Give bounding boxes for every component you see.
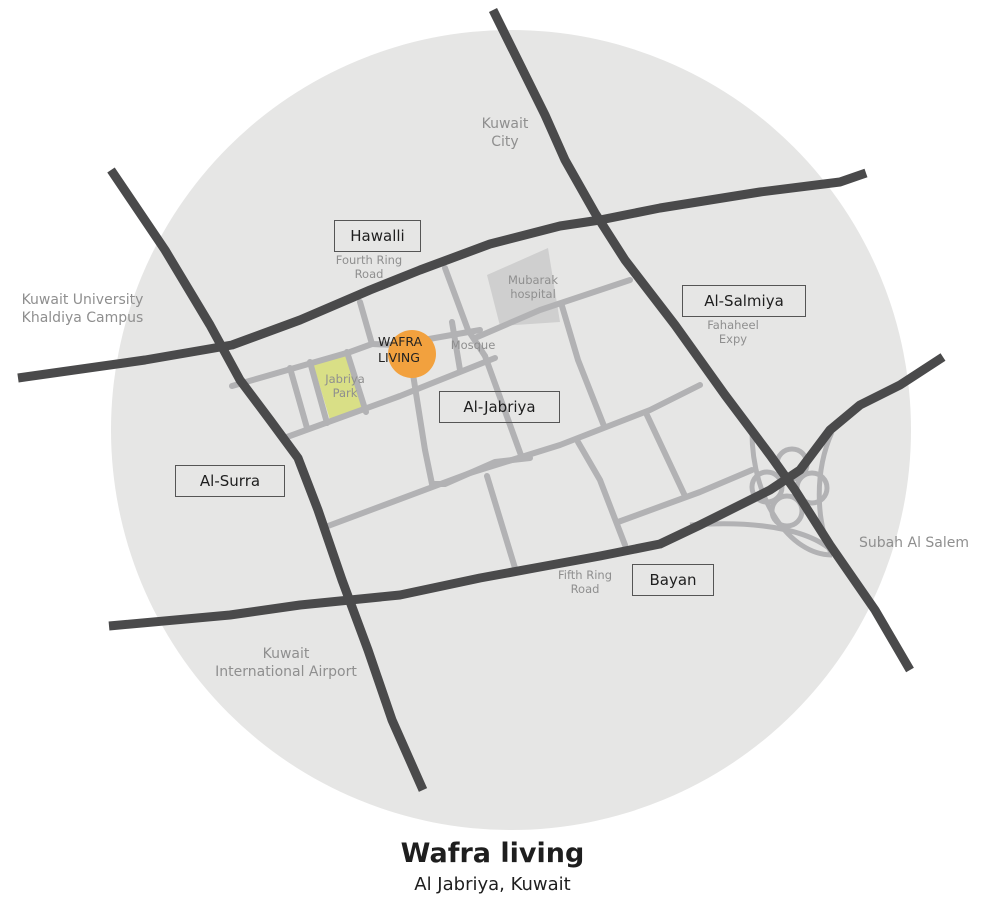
major-roads — [17, 8, 946, 792]
district-al-surra: Al-Surra — [175, 465, 285, 497]
label-line: Road — [354, 267, 384, 282]
minor-road — [449, 319, 463, 373]
label-subah-al-salem: Subah Al Salem — [844, 535, 984, 553]
label-line: Park — [332, 386, 358, 401]
label-line: Fifth Ring — [557, 568, 613, 582]
label-kuwait-university: Kuwait University Khaldiya Campus — [0, 292, 165, 327]
map-title: Wafra living — [400, 838, 585, 869]
minor-road — [615, 467, 755, 525]
wafra-living-marker — [388, 330, 436, 378]
label-line: Fourth Ring — [335, 253, 403, 267]
minor-road — [442, 265, 488, 359]
label-line: Jabriya — [325, 372, 365, 386]
minor-road — [559, 303, 607, 429]
wafra-line: LIVING — [378, 350, 420, 366]
minor-road — [307, 359, 330, 426]
label-line: Khaldiya Campus — [21, 309, 144, 326]
district-hawalli: Hawalli — [334, 220, 421, 252]
west-expressway — [107, 167, 428, 792]
label-kuwait-city: Kuwait City — [455, 116, 555, 151]
label-line: Kuwait — [481, 116, 529, 132]
interchange-loop — [769, 493, 805, 529]
minor-road — [325, 382, 703, 529]
label-line: Kuwait — [262, 646, 310, 662]
minor-road — [287, 365, 310, 431]
minor-road — [482, 353, 525, 461]
wafra-line: WAFRA — [378, 334, 423, 349]
label-line: Fahaheel — [707, 318, 759, 332]
fourth-ring-road — [17, 168, 868, 383]
district-al-salmiya: Al-Salmiya — [682, 285, 806, 317]
label-line: Expy — [718, 332, 748, 347]
label-mubarak-hospital: Mubarak hospital — [493, 273, 573, 302]
fifth-ring-road — [108, 353, 946, 631]
label-line: International Airport — [215, 663, 357, 680]
label-line: City — [491, 133, 519, 150]
label-line: Kuwait University — [21, 292, 144, 308]
wafra-living-label: WAFRA LIVING — [378, 334, 448, 367]
map-subtitle: Al Jabriya, Kuwait — [414, 874, 571, 895]
label-line: Mubarak — [508, 273, 558, 287]
label-fahaheel-expy: Fahaheel Expy — [695, 318, 771, 347]
label-line: Road — [570, 582, 600, 597]
label-fifth-ring-road: Fifth Ring Road — [540, 568, 630, 597]
label-mosque: Mosque — [446, 338, 500, 352]
label-airport: Kuwait International Airport — [196, 646, 376, 681]
minor-road — [643, 410, 688, 499]
label-jabriya-park: Jabriya Park — [315, 372, 375, 401]
label-line: Mosque — [450, 338, 496, 352]
fahaheel-expressway — [488, 8, 914, 673]
district-bayan: Bayan — [632, 564, 714, 596]
minor-road — [344, 349, 369, 415]
minor-road — [472, 277, 633, 341]
district-al-jabriya: Al-Jabriya — [439, 391, 560, 423]
minor-road — [484, 473, 518, 571]
jabriya-park-block — [312, 352, 366, 420]
label-fourth-ring-road: Fourth Ring Road — [322, 253, 416, 282]
label-line: hospital — [510, 287, 556, 302]
minor-roads — [229, 265, 755, 571]
label-line: Subah Al Salem — [858, 535, 970, 551]
